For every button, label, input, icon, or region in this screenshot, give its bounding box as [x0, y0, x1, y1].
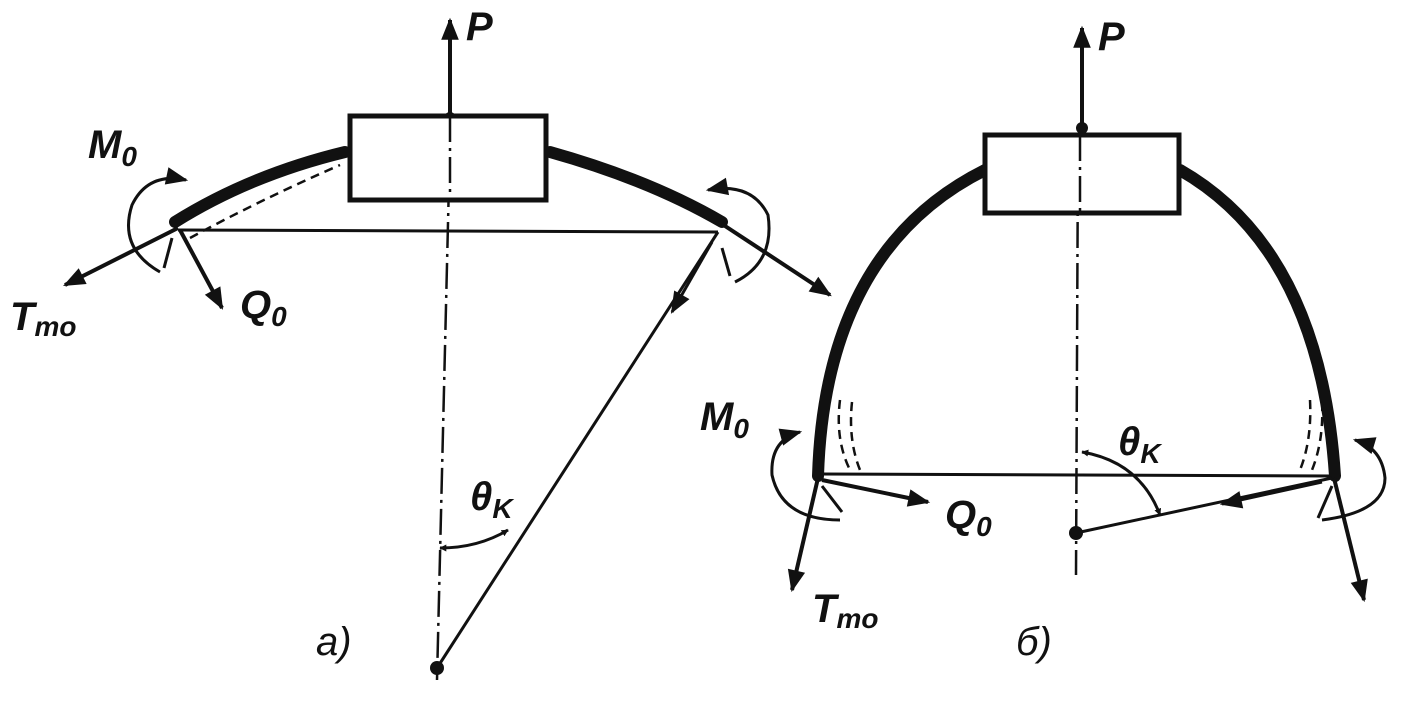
- radius-line-a: [435, 231, 720, 669]
- axis-b: [1074, 139, 1080, 576]
- radius-arrow-b: [1219, 480, 1323, 509]
- chord-a: [177, 228, 719, 234]
- label-tmo-a: Tmo: [10, 295, 76, 342]
- block-b: [982, 132, 1182, 216]
- moment-arc-left-b: [770, 428, 841, 522]
- center-dot-b: [1069, 526, 1083, 540]
- label-theta-b: θK: [1118, 420, 1162, 469]
- moment-arc-left-a: [127, 167, 189, 274]
- label-m0-b: M0: [700, 395, 749, 444]
- moment-arc-right-a: [705, 177, 771, 284]
- label-theta-a: θK: [470, 475, 514, 524]
- tension-arrow-b: [787, 477, 820, 593]
- angle-arc-a: [439, 528, 509, 552]
- tick-right-b: [1316, 485, 1334, 519]
- label-tmo-b: Tmo: [812, 587, 878, 634]
- tick-right-a: [720, 247, 732, 277]
- pole-dot-b: [1076, 122, 1088, 134]
- shell-arc-left-b: [812, 164, 991, 482]
- center-dot-a: [430, 661, 444, 675]
- shell-arc-right-b: [1174, 164, 1341, 482]
- tension-arrow-right-b: [1332, 477, 1368, 603]
- label-q0-a: Q0: [240, 283, 287, 332]
- tick-left-b: [820, 485, 844, 513]
- deformed-left-b2: [849, 401, 862, 471]
- figure-b: [770, 25, 1387, 603]
- tick-left-a: [162, 237, 174, 269]
- caption-a: а): [316, 620, 352, 664]
- deformed-left-b: [837, 399, 852, 471]
- deformed-right-b: [1298, 399, 1312, 471]
- figure-a: [63, 17, 832, 681]
- shell-arc-right-a: [544, 146, 728, 228]
- shell-arc-left-a: [169, 146, 351, 228]
- block-a: [347, 113, 549, 203]
- radius-arrow-a: [670, 241, 714, 314]
- tension-arrow-right-a: [720, 222, 832, 297]
- axis-a: [435, 139, 452, 681]
- label-m0-a: M0: [88, 123, 137, 172]
- chord-b: [819, 472, 1333, 478]
- shear-arrow-b: [821, 478, 931, 507]
- label-p-a: P: [466, 5, 493, 49]
- deformed-right-b2: [1310, 401, 1324, 471]
- shear-arrow-a: [178, 229, 224, 310]
- caption-b: б): [1016, 620, 1052, 664]
- label-p-b: P: [1098, 15, 1125, 59]
- label-q0-b: Q0: [945, 493, 992, 542]
- radius-line-b: [1075, 476, 1333, 535]
- tension-arrow-a: [63, 226, 179, 287]
- moment-arc-right-b: [1321, 437, 1387, 522]
- angle-arc-b: [1081, 449, 1162, 516]
